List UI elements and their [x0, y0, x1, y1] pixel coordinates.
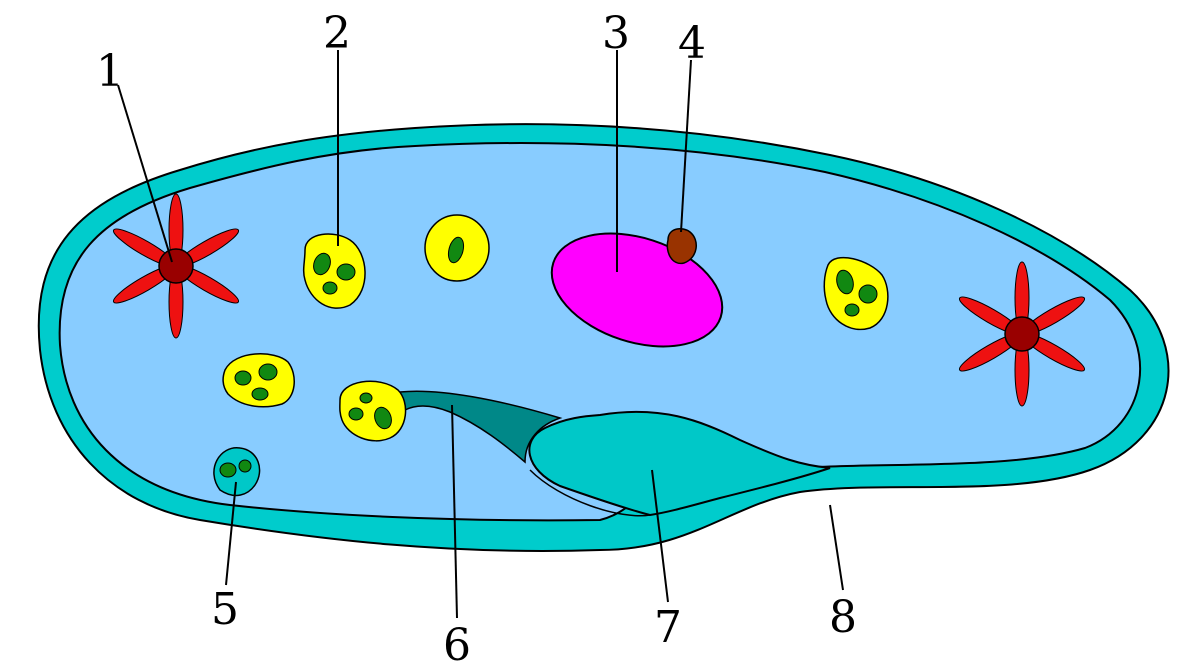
cytopharynx — [399, 390, 563, 464]
label-1: 1 — [96, 46, 124, 97]
food-vacuole-icon — [424, 214, 490, 282]
label-8: 8 — [829, 592, 857, 643]
contractile-vacuole-icon — [958, 261, 1086, 407]
oral-groove-lip — [529, 469, 651, 517]
labels: 1 2 3 4 5 6 7 8 — [96, 8, 857, 668]
forming-food-vacuole — [213, 447, 261, 497]
label-2: 2 — [323, 8, 351, 59]
contractile-vacuole-center — [1004, 316, 1040, 352]
contractile-vacuole-icon — [112, 193, 240, 339]
micronucleus-icon — [666, 227, 697, 265]
label-4: 4 — [678, 18, 706, 69]
food-vacuole-icon — [302, 233, 366, 309]
leader-lines — [117, 50, 844, 619]
food-vacuole-icon — [222, 353, 295, 408]
oral-groove — [528, 410, 831, 517]
label-5: 5 — [211, 584, 239, 635]
label-7: 7 — [654, 602, 682, 653]
food-vacuole-icon — [339, 380, 407, 442]
food-vacuole-icon — [823, 256, 889, 331]
contractile-vacuole-center — [158, 248, 194, 284]
label-6: 6 — [443, 620, 471, 668]
label-3: 3 — [602, 8, 630, 59]
